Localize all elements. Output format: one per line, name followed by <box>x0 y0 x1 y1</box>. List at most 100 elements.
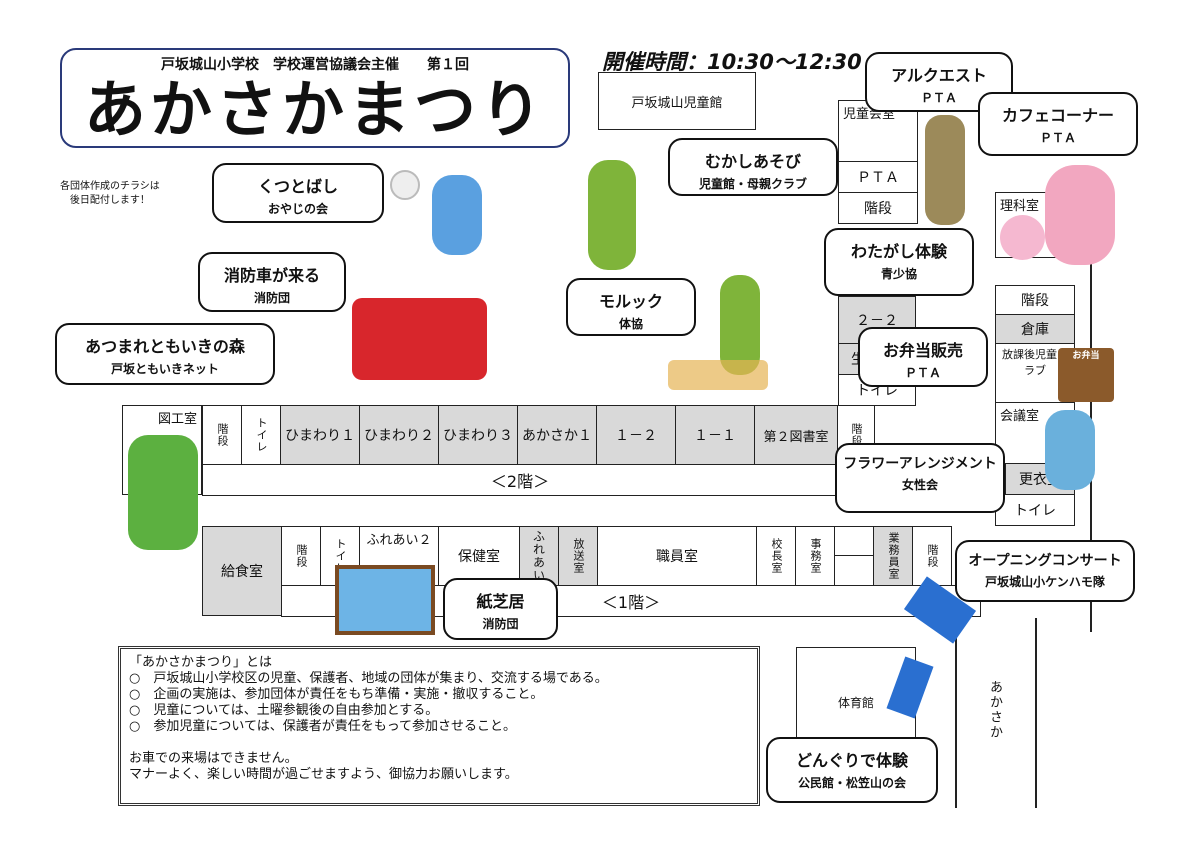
bento-stand-illustration: お弁当 <box>1058 348 1114 402</box>
room-jidoukaishitsu: 児童会室 <box>838 100 918 162</box>
flyer-note-line: 各団体作成のチラシは <box>60 181 160 192</box>
event-bubble-molkky: モルック 体協 <box>566 278 696 336</box>
fire-truck-illustration <box>352 298 487 380</box>
event-title: オープニングコンサート <box>968 553 1122 569</box>
room-pta: ＰＴＡ <box>838 161 918 193</box>
event-org: 女性会 <box>901 478 938 492</box>
event-subtitle: 戸坂城山小学校 学校運営協議会主催 第１回 <box>161 57 469 73</box>
event-title: あつまれともいきの森 <box>85 337 245 356</box>
event-title: どんぐりで体験 <box>795 751 908 770</box>
event-org: 戸坂城山小ケンハモ隊 <box>985 575 1105 589</box>
wall-line <box>955 618 957 808</box>
room-1-1: １－１ <box>675 405 755 465</box>
event-title: あかさかまつり <box>83 73 546 146</box>
boy-kicking-illustration <box>432 175 482 255</box>
info-bullet: ○ 参加児童については、保護者が責任をもって参加させること。 <box>129 719 517 734</box>
room-kyushoku: 給食室 <box>202 526 282 616</box>
room-fureai: ふれあい <box>519 526 559 586</box>
event-title: 消防車が来る <box>223 266 320 285</box>
flower-woman-illustration <box>1045 410 1095 490</box>
room-stairs: 階段 <box>281 526 321 586</box>
room-himawari-1: ひまわり１ <box>280 405 360 465</box>
cafe-woman-illustration <box>1045 165 1115 265</box>
molkky-pins-illustration <box>668 360 768 390</box>
flyer-note-line: 後日配付します！ <box>69 195 150 206</box>
event-title: フラワーアレンジメント <box>843 456 997 472</box>
event-time: 開催時間：10:30～12:30 <box>602 50 862 74</box>
event-title: わたがし体験 <box>850 242 947 261</box>
room-toilet: トイレ <box>995 494 1075 526</box>
info-box: 「あかさかまつり」とは ○ 戸坂城山小学校区の児童、保護者、地域の団体が集まり、… <box>118 646 760 806</box>
floor2-corridor: ＜2階＞ <box>202 464 838 496</box>
event-bubble-bento: お弁当販売 ＰＴＡ <box>858 327 988 387</box>
building-jidoukan: 戸坂城山児童館 <box>598 72 756 130</box>
room-stairs: 階段 <box>912 526 952 586</box>
info-footer: お車での来場はできません。 <box>129 751 298 766</box>
room-gyoumuin: 業務員室 <box>873 526 913 586</box>
event-bubble-cafe: カフェコーナー ＰＴＡ <box>978 92 1138 156</box>
event-bubble-flower: フラワーアレンジメント 女性会 <box>835 443 1005 513</box>
event-org: 消防団 <box>482 617 519 631</box>
event-org: 戸坂ともいきネット <box>111 362 219 376</box>
event-title: 紙芝居 <box>476 592 525 611</box>
event-bubble-kamishibai: 紙芝居 消防団 <box>443 578 558 640</box>
event-org: 公民館・松笠山の会 <box>797 776 906 790</box>
cotton-candy-illustration <box>1000 215 1045 260</box>
info-bullet: ○ 戸坂城山小学校区の児童、保護者、地域の団体が集まり、交流する場である。 <box>129 671 608 686</box>
event-bubble-concert: オープニングコンサート 戸坂城山小ケンハモ隊 <box>955 540 1135 602</box>
street-akasaka: あかさか <box>987 680 1002 740</box>
room-shokuin: 職員室 <box>597 526 757 586</box>
info-footer: マナーよく、楽しい時間が過ごせますよう、御協力お願いします。 <box>129 767 518 782</box>
room-stairs: 階段 <box>202 405 242 465</box>
room-stairs: 階段 <box>838 192 918 224</box>
event-org: おやじの会 <box>267 202 328 216</box>
event-org: ＰＴＡ <box>1039 131 1076 145</box>
event-bubble-donguri: どんぐりで体験 公民館・松笠山の会 <box>766 737 938 803</box>
wall-line <box>1035 618 1037 808</box>
title-box: 戸坂城山小学校 学校運営協議会主催 第１回 あかさかまつり <box>60 48 570 148</box>
info-bullet: ○ 児童については、土曜参観後の自由参加とする。 <box>129 703 439 718</box>
kamishibai-illustration <box>335 565 435 635</box>
event-title: モルック <box>598 292 663 311</box>
kendama-boy-illustration <box>588 160 636 270</box>
room-toilet: トイレ <box>241 405 281 465</box>
room-1-2: １－２ <box>596 405 676 465</box>
room-blank <box>834 526 874 556</box>
room-library-2: 第２図書室 <box>754 405 838 465</box>
event-bubble-kutsutobashi: くつとばし おやじの会 <box>212 163 384 223</box>
wheelchair-man-illustration <box>128 435 198 550</box>
event-org: 体協 <box>618 317 643 331</box>
room-blank <box>834 555 874 586</box>
event-org: 児童館・母親クラブ <box>698 177 807 191</box>
room-souko: 倉庫 <box>995 314 1075 344</box>
event-org: ＰＴＡ <box>920 91 957 105</box>
flyer-note: 各団体作成のチラシは 後日配付します！ <box>60 180 160 208</box>
event-bubble-shouboushya: 消防車が来る 消防団 <box>198 252 346 312</box>
info-heading: 「あかさかまつり」とは <box>129 655 273 670</box>
bento-sign: お弁当 <box>1072 351 1100 361</box>
explorer-illustration <box>925 115 965 225</box>
event-title: カフェコーナー <box>1001 106 1114 125</box>
info-bullet: ○ 企画の実施は、参加団体が責任をもち準備・実施・撤収すること。 <box>129 687 544 702</box>
room-himawari-3: ひまわり３ <box>438 405 518 465</box>
room-jimu: 事務室 <box>795 526 835 586</box>
event-bubble-tomoiki: あつまれともいきの森 戸坂ともいきネット <box>55 323 275 385</box>
floor1-label: ＜1階＞ <box>601 593 661 612</box>
ball-illustration <box>390 170 420 200</box>
event-org: 青少協 <box>880 267 917 281</box>
event-title: お弁当販売 <box>882 341 963 360</box>
room-hokenshitsu: 保健室 <box>438 526 520 586</box>
floor2-label: ＜2階＞ <box>490 472 550 491</box>
event-title: むかしあそび <box>704 152 801 171</box>
room-akasaka-1: あかさか１ <box>517 405 597 465</box>
event-title: アルクエスト <box>891 66 987 85</box>
room-kouchou: 校長室 <box>756 526 796 586</box>
room-housou: 放送室 <box>558 526 598 586</box>
spacer <box>129 735 749 751</box>
molkky-boy-illustration <box>720 275 760 375</box>
event-bubble-mukashiasobi: むかしあそび 児童館・母親クラブ <box>668 138 838 196</box>
event-org: 消防団 <box>253 291 290 305</box>
room-himawari-2: ひまわり２ <box>359 405 439 465</box>
event-bubble-watagashi: わたがし体験 青少協 <box>824 228 974 296</box>
room-stairs: 階段 <box>995 285 1075 315</box>
